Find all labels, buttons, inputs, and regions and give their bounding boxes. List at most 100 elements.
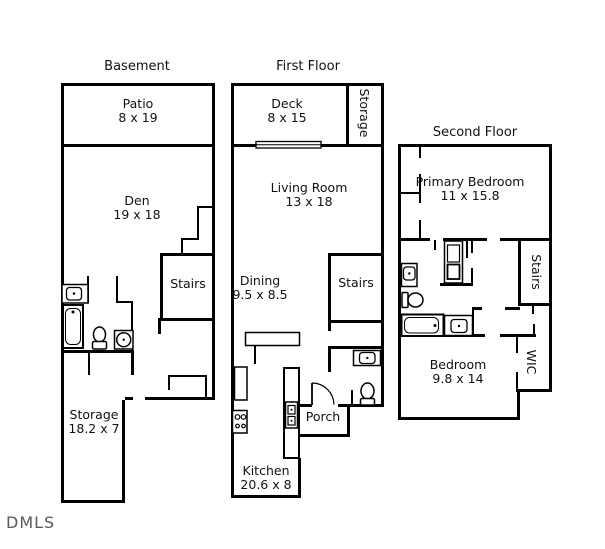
wall (145, 397, 215, 400)
room-label-basement-stairs: Stairs (170, 277, 206, 291)
room-label-den: Den 19 x 18 (113, 194, 160, 221)
wall (440, 283, 473, 286)
room-name: Porch (305, 409, 341, 424)
room-name: Stairs (338, 275, 374, 290)
wall (434, 240, 436, 250)
wall (298, 434, 350, 437)
wall (61, 500, 125, 503)
wall (116, 276, 118, 303)
room-dims: 9.5 x 8.5 (232, 286, 288, 302)
wall (419, 220, 421, 240)
room-dims: 18.2 x 7 (68, 420, 120, 436)
wall (346, 83, 349, 147)
room-dims: 13 x 18 (285, 193, 333, 209)
wall (328, 349, 331, 372)
wall (131, 353, 134, 375)
room-name: Patio (122, 96, 154, 111)
wall (347, 407, 350, 437)
wall-oven-icon (284, 401, 299, 429)
wall (516, 372, 518, 392)
wall (398, 417, 520, 420)
wall (328, 346, 384, 349)
wall (61, 144, 215, 147)
wall (160, 253, 215, 256)
room-label-porch: Porch (306, 410, 340, 424)
wall (116, 301, 133, 303)
wall (532, 306, 534, 314)
wall (338, 404, 384, 407)
wall (549, 144, 552, 392)
wall (212, 83, 215, 400)
vanity-sink-icon (61, 283, 89, 304)
wall (471, 268, 473, 285)
vanity-sink-icon (443, 314, 474, 337)
room-dims: 8 x 19 (118, 109, 158, 125)
room-dims: 9.8 x 14 (432, 370, 484, 386)
wall (419, 147, 421, 158)
room-label-patio: Patio 8 x 19 (118, 97, 157, 124)
room-label-living-room: Living Room 13 x 18 (271, 181, 348, 208)
room-name: Stairs (528, 254, 544, 290)
wall (351, 390, 353, 404)
room-name: Stairs (170, 276, 206, 291)
basement-title: Basement (104, 59, 170, 74)
room-label-wic: WIC (524, 350, 539, 375)
wall (300, 404, 312, 407)
wall (500, 238, 552, 241)
wall (231, 144, 384, 147)
wall (401, 192, 419, 194)
wall (231, 83, 384, 86)
island-counter-icon (283, 367, 300, 459)
wall (254, 345, 256, 364)
room-label-deck-storage: Storage (357, 89, 372, 138)
wall (231, 83, 234, 498)
wall (398, 238, 430, 241)
wall (328, 253, 331, 323)
stove-icon (231, 409, 248, 434)
wall (472, 310, 474, 336)
wall (122, 400, 125, 500)
vanity-sink-icon (352, 349, 382, 367)
wall (518, 303, 552, 306)
wall (168, 375, 170, 390)
room-name: Dining (239, 273, 281, 288)
linen-closet-icon (443, 240, 464, 284)
wall (328, 253, 381, 256)
toilet-icon (401, 291, 424, 309)
wall (516, 336, 518, 353)
mls-watermark: DMLS (6, 513, 56, 532)
wall (61, 350, 134, 353)
stair-step-line (197, 206, 199, 240)
room-label-primary-bedroom: Primary Bedroom 11 x 15.8 (416, 175, 525, 202)
room-label-dining: Dining 9.5 x 8.5 (232, 274, 287, 301)
refrigerator-icon (233, 366, 248, 401)
wall (231, 495, 301, 498)
room-name: Primary Bedroom (415, 174, 525, 189)
stair-step-line (181, 238, 183, 255)
wall (160, 253, 163, 321)
toilet-icon (359, 382, 376, 406)
wall (505, 307, 520, 310)
wall (517, 389, 552, 392)
room-dims: 11 x 15.8 (440, 187, 500, 203)
stair-step-line (181, 238, 199, 240)
wall (328, 323, 331, 331)
wall (158, 321, 161, 334)
wall (205, 375, 207, 397)
wall (466, 240, 468, 258)
room-label-second-stairs: Stairs (528, 254, 544, 290)
room-dims: 19 x 18 (113, 206, 161, 222)
room-dims: 8 x 15 (267, 109, 307, 125)
wall (517, 392, 520, 417)
room-label-bedroom: Bedroom 9.8 x 14 (430, 358, 487, 385)
room-name: Kitchen (242, 463, 290, 478)
wall (500, 334, 536, 337)
bathtub-icon (62, 304, 84, 349)
wall (419, 174, 421, 203)
wall (398, 144, 552, 147)
wall (88, 353, 90, 375)
wall (298, 458, 301, 498)
room-label-basement-storage: Storage 18.2 x 7 (68, 408, 119, 435)
first-floor-title: First Floor (276, 59, 340, 74)
wall (518, 241, 521, 305)
